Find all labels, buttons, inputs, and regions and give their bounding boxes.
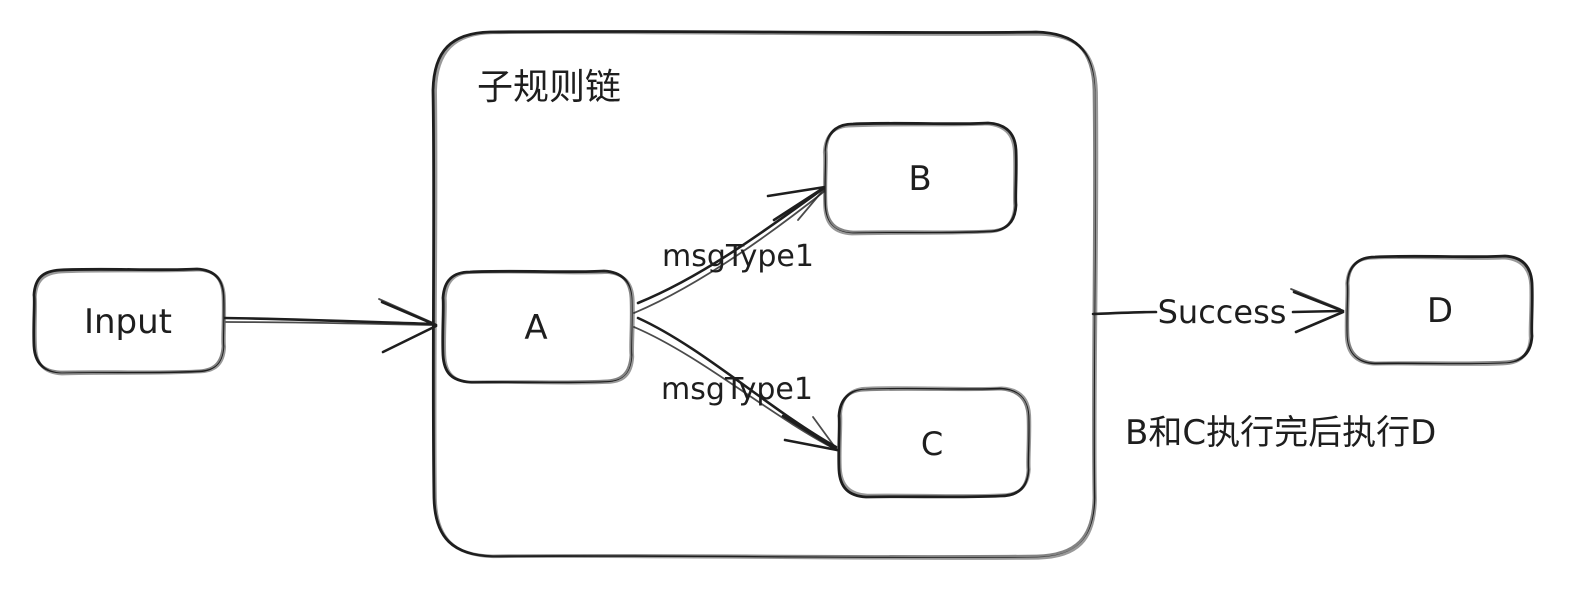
edge-a-to-b-line [636,186,826,305]
edge-input-to-a-line [222,316,435,326]
edge-chain-to-d-line-start [1091,310,1158,316]
edge-input-to-a-arrowhead [380,300,438,354]
node-d[interactable]: D [1344,254,1534,367]
edge-chain-to-d-label: Success [1158,293,1287,331]
edge-input-to-a-sketch-line [225,321,435,326]
edge-a-to-b-label: msgType1 [662,239,814,274]
edge-a-to-c-arrowhead [781,414,839,452]
node-a-label: A [524,308,547,348]
edge-chain-to-d[interactable]: Success [1091,288,1345,334]
node-c[interactable]: C [837,385,1032,499]
edge-a-to-c[interactable]: msgType1 [633,316,839,452]
annotation-text[interactable]: B和C执行完后执行D [1125,413,1436,453]
node-d-label: D [1427,291,1453,331]
edge-a-to-c-line [636,316,838,449]
node-c-label: C [921,425,943,463]
edge-a-to-c-arrowhead-sketch [812,416,838,451]
edge-chain-to-d-arrowhead-sketch [1290,288,1341,310]
node-input-label: Input [84,302,172,342]
edge-a-to-b-arrowhead [766,185,827,222]
edge-input-to-a[interactable] [222,298,438,354]
edge-a-to-b[interactable]: msgType1 [633,185,827,314]
edge-a-to-c-sketch-line [633,326,838,451]
node-input[interactable]: Input [32,267,227,376]
node-b[interactable]: B [822,121,1018,236]
edge-chain-to-d-line-end [1291,309,1342,314]
sub-chain-container-label: 子规则链 [477,67,621,108]
edge-a-to-b-arrowhead-sketch [797,187,826,221]
node-b-label: B [908,159,931,199]
node-a[interactable]: A [441,269,636,386]
edge-a-to-b-sketch-line [633,189,827,314]
edge-input-to-a-arrowhead-sketch [378,298,434,324]
edge-a-to-c-label: msgType1 [661,372,813,407]
